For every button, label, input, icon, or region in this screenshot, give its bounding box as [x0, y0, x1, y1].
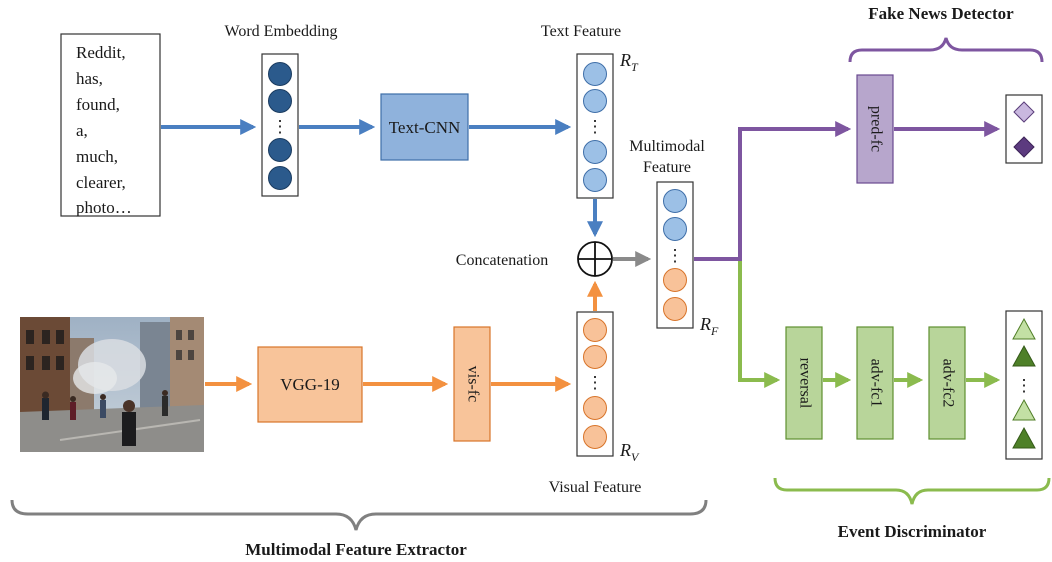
arrow-multimodal-to-predfc: [694, 121, 852, 261]
embedding-unit: [268, 166, 292, 190]
input-token: photo…: [76, 198, 132, 217]
r-v-symbol: RV: [619, 440, 640, 464]
arrow-multimodal-to-reversal: [738, 261, 781, 388]
vdots: ⋮: [1016, 376, 1033, 395]
multimodal-text-unit: [663, 217, 687, 241]
fake-news-detector-title: Fake News Detector: [868, 4, 1014, 23]
event-class-triangle-icon: [1012, 398, 1036, 421]
text-cnn-module: [380, 93, 469, 161]
vdots: ⋮: [667, 246, 684, 265]
concatenation-label: Concatenation: [456, 252, 548, 269]
multimodal-visual-unit: [663, 268, 687, 292]
vgg19-label: VGG-19: [280, 375, 340, 394]
fake-class-diamond-icon: [1013, 136, 1035, 158]
adv-fc1-label: adv-fc1: [867, 359, 884, 408]
input-token: Reddit,: [76, 43, 126, 62]
real-class-diamond-icon: [1013, 101, 1035, 123]
visual-feature-unit: [583, 425, 607, 449]
input-text-box: [60, 33, 161, 217]
visual-feature-unit: [583, 396, 607, 420]
embedding-unit: [268, 62, 292, 86]
input-token: much,: [76, 147, 118, 166]
input-text-tokens: Reddit, has, found, a, much, clearer, ph…: [76, 43, 132, 217]
multimodal-visual-unit: [663, 297, 687, 321]
text-feature-unit: [583, 62, 607, 86]
text-cnn-label: Text-CNN: [389, 118, 461, 137]
r-t-symbol: RT: [619, 50, 639, 74]
input-token: has,: [76, 69, 103, 88]
fake-news-detector-brace: [848, 37, 1044, 63]
input-token: a,: [76, 121, 88, 140]
feature-extractor-title: Multimodal Feature Extractor: [245, 540, 467, 559]
vdots: ⋮: [587, 117, 604, 136]
adv-fc2-label: adv-fc2: [939, 359, 956, 408]
text-feature-unit: [583, 168, 607, 192]
multimodal-feature-label-2: Feature: [643, 159, 691, 176]
input-token: clearer,: [76, 173, 126, 192]
event-discriminator-title: Event Discriminator: [838, 522, 987, 541]
pred-fc-module: [856, 74, 894, 184]
input-token: found,: [76, 95, 120, 114]
pred-fc-label: pred-fc: [867, 106, 884, 152]
vdots: ⋮: [272, 117, 289, 136]
word-embedding-label: Word Embedding: [225, 23, 338, 40]
feature-extractor-brace: [10, 499, 708, 531]
reversal-module: [785, 326, 823, 440]
event-discriminator-brace: [773, 477, 1051, 505]
r-f-symbol: RF: [699, 314, 719, 338]
vgg19-module: [257, 346, 363, 423]
vis-fc-label: vis-fc: [464, 366, 481, 402]
adv-fc1-module: [856, 326, 894, 440]
vis-fc-module: [453, 326, 491, 442]
text-feature-unit: [583, 140, 607, 164]
vdots: ⋮: [587, 373, 604, 392]
embedding-unit: [268, 138, 292, 162]
concatenation-operator-icon: [577, 241, 613, 277]
visual-feature-unit: [583, 318, 607, 342]
event-class-triangle-icon: [1012, 426, 1036, 449]
embedding-unit: [268, 89, 292, 113]
text-feature-unit: [583, 89, 607, 113]
visual-feature-unit: [583, 345, 607, 369]
connectors: [161, 119, 1001, 392]
event-class-triangle-icon: [1012, 344, 1036, 367]
event-class-triangle-icon: [1012, 317, 1036, 340]
text-feature-label: Text Feature: [541, 23, 621, 40]
adv-fc2-module: [928, 326, 966, 440]
reversal-label: reversal: [796, 358, 813, 409]
input-image: [20, 317, 204, 452]
multimodal-text-unit: [663, 189, 687, 213]
visual-feature-label: Visual Feature: [549, 479, 642, 496]
multimodal-feature-label-1: Multimodal: [629, 138, 705, 155]
